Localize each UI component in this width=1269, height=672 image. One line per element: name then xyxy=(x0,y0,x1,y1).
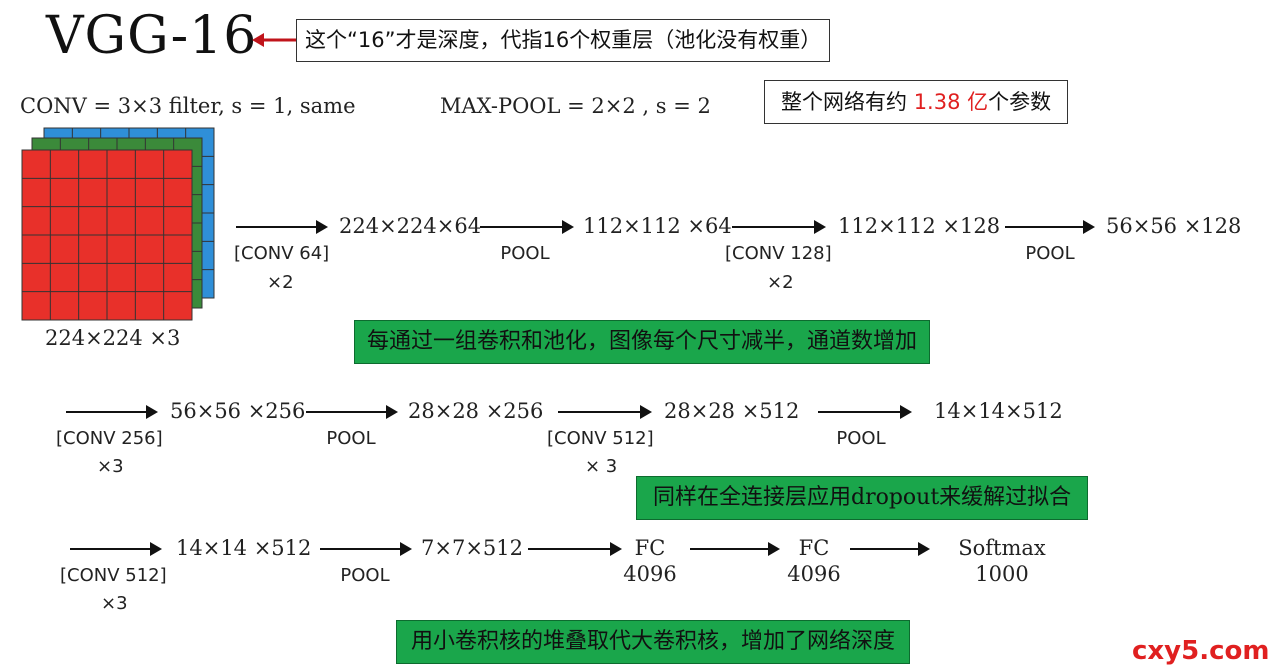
row2-dim-1: 56×56 ×256 xyxy=(170,399,306,423)
row3-arrow-4 xyxy=(690,542,780,556)
row2-repeat-2: × 3 xyxy=(585,456,618,477)
row2-label-pool-1: POOL xyxy=(326,428,376,449)
row1-dim-2: 112×112 ×64 xyxy=(583,214,732,238)
row2-label-conv256: [CONV 256] xyxy=(56,428,163,449)
row2-repeat-1: ×3 xyxy=(97,456,124,477)
row2-arrow-2 xyxy=(306,405,398,419)
input-dim: 224×224 ×3 xyxy=(45,326,181,350)
row3-label-conv512: [CONV 512] xyxy=(60,565,167,586)
input-image-volume xyxy=(21,127,215,321)
row1-dim-4: 56×56 ×128 xyxy=(1106,214,1242,238)
softmax-name: Softmax xyxy=(958,536,1046,560)
row3-repeat-1: ×3 xyxy=(101,593,128,614)
title-pointer-arrow xyxy=(252,33,298,47)
row1-label-pool-1: POOL xyxy=(500,243,550,264)
row2-label-conv512: [CONV 512] xyxy=(547,428,654,449)
diagram-title: VGG-16 xyxy=(46,6,258,66)
row1-repeat-1: ×2 xyxy=(267,272,294,293)
row1-arrow-4 xyxy=(1005,220,1095,234)
row1-dim-1: 224×224×64 xyxy=(339,214,482,238)
row3-arrow-5 xyxy=(850,542,930,556)
row2-arrow-4 xyxy=(818,405,912,419)
row1-label-conv128: [CONV 128] xyxy=(725,243,832,264)
row2-dim-3: 28×28 ×512 xyxy=(664,399,800,423)
depth-note: 这个“16”才是深度，代指16个权重层（池化没有权重） xyxy=(296,19,831,62)
fc1-name: FC xyxy=(634,536,666,560)
row1-arrow-3 xyxy=(732,220,826,234)
fc2-size: 4096 xyxy=(787,562,841,586)
row1-arrow-2 xyxy=(480,220,574,234)
params-suffix: 个参数 xyxy=(988,90,1052,114)
row1-label-pool-2: POOL xyxy=(1025,243,1075,264)
pool-formula: MAX-POOL = 2×2 , s = 2 xyxy=(440,94,711,118)
params-value: 1.38 亿 xyxy=(913,90,989,114)
row1-dim-3: 112×112 ×128 xyxy=(838,214,1001,238)
fc1-size: 4096 xyxy=(623,562,677,586)
row1-label-conv64: [CONV 64] xyxy=(234,243,330,264)
callout-dropout: 同样在全连接层应用dropout来缓解过拟合 xyxy=(636,476,1089,520)
row3-arrow-1 xyxy=(70,542,162,556)
conv-formula: CONV = 3×3 filter, s = 1, same xyxy=(20,94,356,118)
watermark: cxy5.com xyxy=(1132,636,1269,666)
row3-dim-2: 7×7×512 xyxy=(421,536,523,560)
row2-label-pool-2: POOL xyxy=(836,428,886,449)
row3-arrow-3 xyxy=(528,542,622,556)
row2-arrow-3 xyxy=(558,405,652,419)
params-prefix: 整个网络有约 xyxy=(781,90,914,114)
row1-repeat-2: ×2 xyxy=(767,272,794,293)
callout-small-kernels: 用小卷积核的堆叠取代大卷积核，增加了网络深度 xyxy=(396,620,911,664)
row2-arrow-1 xyxy=(66,405,158,419)
row3-arrow-2 xyxy=(320,542,412,556)
softmax-size: 1000 xyxy=(975,562,1029,586)
fc2-name: FC xyxy=(798,536,830,560)
row2-dim-2: 28×28 ×256 xyxy=(408,399,544,423)
row3-dim-1: 14×14 ×512 xyxy=(176,536,312,560)
params-note: 整个网络有约 1.38 亿个参数 xyxy=(764,80,1069,124)
input-channel-red xyxy=(21,149,193,321)
row1-arrow-1 xyxy=(236,220,328,234)
row3-label-pool: POOL xyxy=(340,565,390,586)
callout-halve: 每通过一组卷积和池化，图像每个尺寸减半，通道数增加 xyxy=(354,320,931,364)
row2-dim-4: 14×14×512 xyxy=(934,399,1063,423)
